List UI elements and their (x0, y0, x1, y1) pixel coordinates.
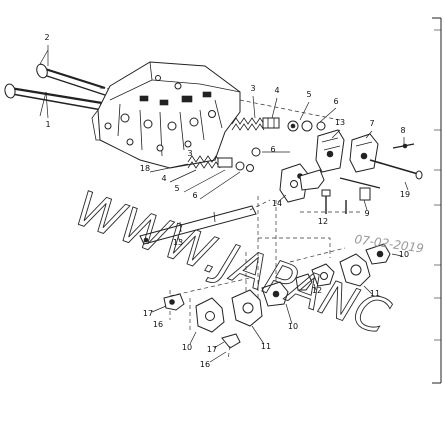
callout-label: 5 (174, 184, 179, 193)
callout-label: 13 (173, 238, 183, 247)
callout-label: 19 (400, 190, 410, 199)
callout-label: 13 (335, 118, 345, 127)
callout-label: 14 (272, 199, 282, 208)
callout-label: 17 (207, 345, 217, 354)
callout-label: 6 (192, 191, 197, 200)
callout-label: 7 (369, 119, 374, 128)
callout-label: 3 (187, 149, 192, 158)
callout-label: 16 (153, 320, 163, 329)
callout-label: 6 (270, 145, 275, 154)
callout-label: 12 (312, 286, 322, 295)
page-frame (432, 17, 442, 384)
callout-label: 3 (250, 84, 255, 93)
callout-label: 16 (200, 360, 210, 369)
lower-spring-row (149, 147, 290, 200)
callout-label: 11 (370, 289, 380, 298)
callout-label: 10 (182, 343, 192, 352)
callout-label: 5 (306, 90, 311, 99)
valve-assembly (4, 45, 121, 119)
callout-label: 1 (45, 120, 50, 129)
callout-label: 12 (318, 217, 328, 226)
callout-label: 11 (261, 342, 271, 351)
callout-label: 17 (143, 309, 153, 318)
callout-label: 4 (274, 86, 279, 95)
cylinder-head (91, 61, 241, 169)
rocker-supports (277, 129, 379, 203)
callout-label: 18 (140, 164, 150, 173)
callout-label: 10 (288, 322, 298, 331)
callout-label: 2 (44, 33, 49, 42)
rocker-shaft (139, 199, 271, 245)
callout-label: 8 (400, 126, 405, 135)
callout-label: 9 (364, 209, 369, 218)
callout-label: 4 (161, 174, 166, 183)
rocker-arms-lower (151, 243, 403, 363)
upper-spring-row (231, 95, 341, 132)
callout-label: 6 (333, 97, 338, 106)
callout-label: 10 (399, 250, 409, 259)
